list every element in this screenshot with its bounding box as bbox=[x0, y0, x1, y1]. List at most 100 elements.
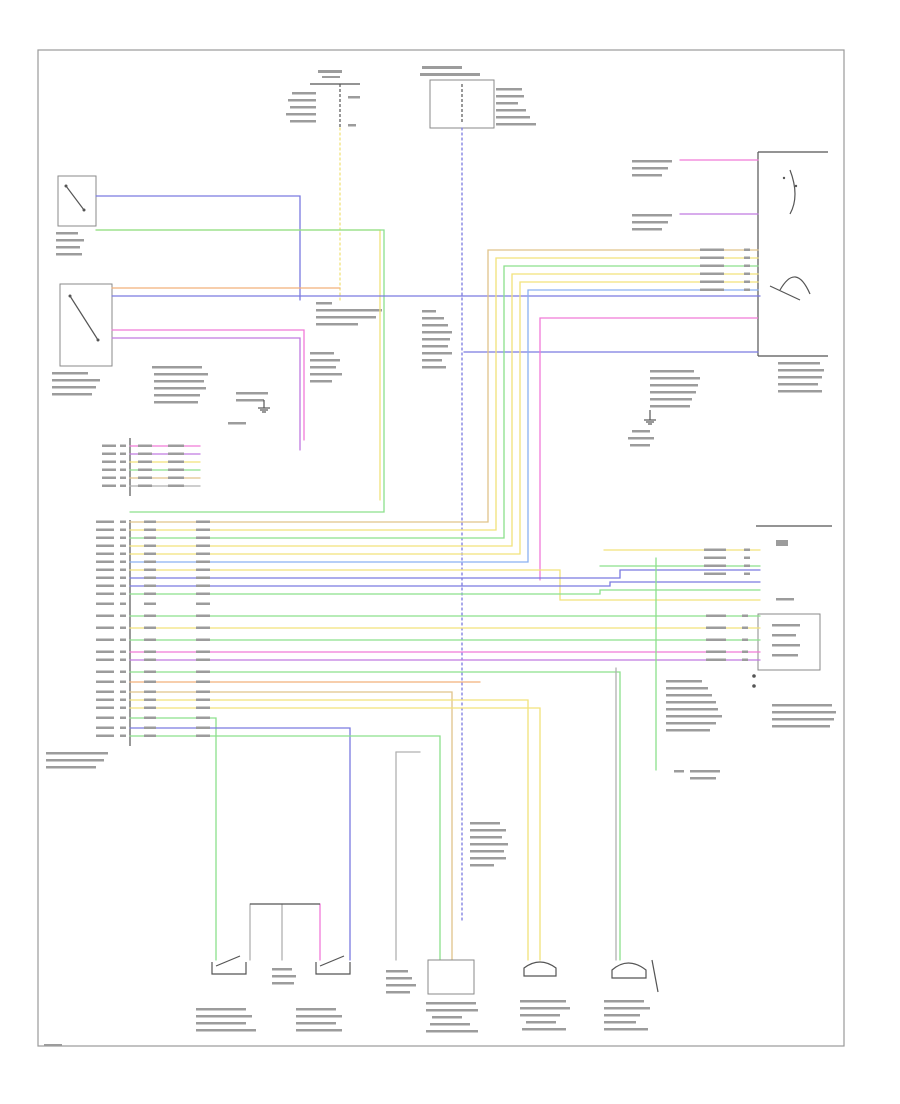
wire-4 bbox=[95, 229, 385, 513]
wire-label bbox=[742, 638, 748, 641]
park-neutral-ground bbox=[386, 970, 416, 994]
wire-label bbox=[144, 626, 156, 629]
wire-label bbox=[120, 484, 126, 487]
wire-label bbox=[144, 552, 156, 555]
wire-label bbox=[144, 658, 156, 661]
wire-label bbox=[120, 734, 126, 737]
wire-label bbox=[96, 520, 114, 523]
wire-label bbox=[196, 560, 210, 563]
wire-label bbox=[120, 650, 126, 653]
wire-label bbox=[120, 468, 126, 471]
wire-label bbox=[144, 536, 156, 539]
wire-label bbox=[144, 614, 156, 617]
wire-label bbox=[144, 520, 156, 523]
wire-label bbox=[120, 680, 126, 683]
wire-label bbox=[144, 560, 156, 563]
wire-label bbox=[744, 280, 750, 283]
wire-label bbox=[96, 658, 114, 661]
wire-label bbox=[120, 670, 126, 673]
wire-label bbox=[700, 280, 724, 283]
wire-label bbox=[196, 602, 210, 605]
wire-label bbox=[144, 650, 156, 653]
wire-label bbox=[744, 556, 750, 559]
wire-label bbox=[138, 468, 152, 471]
wire-label bbox=[700, 288, 724, 291]
wire-label bbox=[196, 626, 210, 629]
wire-label bbox=[120, 520, 126, 523]
wire-label bbox=[96, 706, 114, 709]
wire-label bbox=[96, 576, 114, 579]
wire-label bbox=[700, 256, 724, 259]
wire-label bbox=[706, 626, 726, 629]
wire-label bbox=[196, 584, 210, 587]
wire-label bbox=[96, 614, 114, 617]
wire-26 bbox=[129, 569, 761, 579]
wire-16 bbox=[129, 273, 759, 547]
wire-label bbox=[196, 552, 210, 555]
wire-label bbox=[96, 626, 114, 629]
wire-label bbox=[168, 452, 184, 455]
wire-label bbox=[102, 460, 116, 463]
wire-40 bbox=[129, 699, 529, 961]
wire-label bbox=[144, 638, 156, 641]
wire-label bbox=[138, 460, 152, 463]
wire-label bbox=[196, 536, 210, 539]
wire-label bbox=[744, 272, 750, 275]
wire-label bbox=[120, 592, 126, 595]
wire-label bbox=[96, 560, 114, 563]
wire-label bbox=[120, 690, 126, 693]
wire-label bbox=[96, 602, 114, 605]
wire-label bbox=[144, 576, 156, 579]
wire-label bbox=[120, 658, 126, 661]
input-shaft-speed-sensor bbox=[426, 822, 508, 1033]
wire-3 bbox=[95, 229, 381, 501]
wire-label bbox=[120, 568, 126, 571]
wire-label bbox=[96, 734, 114, 737]
turbine-shaft-speed-sensor bbox=[604, 959, 659, 1031]
wire-label bbox=[120, 638, 126, 641]
wire-label bbox=[704, 548, 726, 551]
wire-label bbox=[120, 476, 126, 479]
wire-label bbox=[96, 726, 114, 729]
wire-label bbox=[742, 658, 748, 661]
wire-12 bbox=[539, 317, 758, 581]
wire-label bbox=[144, 716, 156, 719]
wire-label bbox=[144, 602, 156, 605]
pin-labels bbox=[96, 248, 750, 737]
wire-harness bbox=[95, 127, 761, 961]
wire-label bbox=[144, 706, 156, 709]
hot-at-all-times-fuse bbox=[286, 70, 360, 128]
wire-label bbox=[96, 670, 114, 673]
wire-14 bbox=[129, 257, 759, 531]
wire-label bbox=[138, 484, 152, 487]
wire-label bbox=[744, 572, 750, 575]
wire-label bbox=[120, 452, 126, 455]
wire-label bbox=[96, 528, 114, 531]
wire-label bbox=[742, 614, 748, 617]
wire-label bbox=[168, 444, 184, 447]
wire-label bbox=[120, 552, 126, 555]
wire-label bbox=[196, 658, 210, 661]
wire-label bbox=[144, 544, 156, 547]
wire-label bbox=[744, 288, 750, 291]
wire-label bbox=[196, 706, 210, 709]
wire-label bbox=[704, 564, 726, 567]
wire-label bbox=[700, 248, 724, 251]
wire-label bbox=[120, 602, 126, 605]
wire-label bbox=[96, 592, 114, 595]
diagram-frame bbox=[37, 49, 845, 1047]
wire-label bbox=[96, 650, 114, 653]
wire-18 bbox=[129, 289, 759, 563]
wire-label bbox=[196, 592, 210, 595]
wire-label bbox=[144, 528, 156, 531]
wire-label bbox=[96, 584, 114, 587]
wire-label bbox=[96, 536, 114, 539]
wire-label bbox=[706, 650, 726, 653]
wire-label bbox=[144, 568, 156, 571]
wire-label bbox=[96, 690, 114, 693]
wire-label bbox=[742, 626, 748, 629]
wire-label bbox=[120, 626, 126, 629]
wire-label bbox=[120, 544, 126, 547]
output-shaft-speed-sensor bbox=[520, 961, 570, 1031]
wire-label bbox=[196, 690, 210, 693]
